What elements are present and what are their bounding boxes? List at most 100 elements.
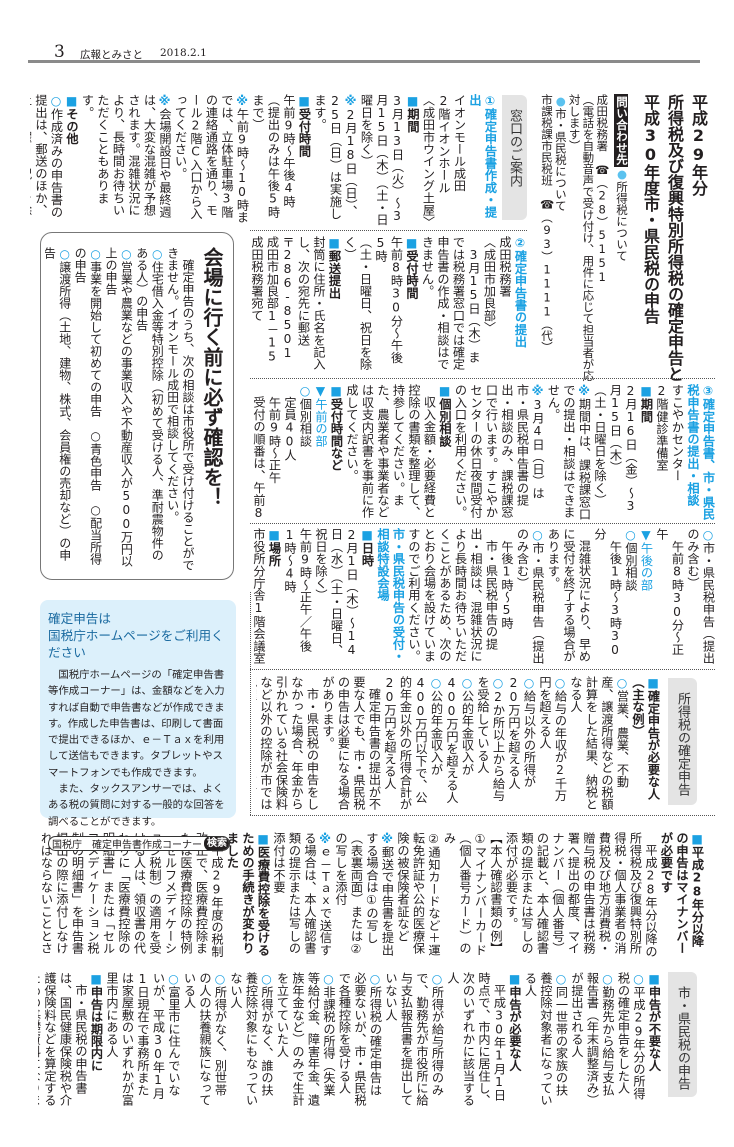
text: 受付の順番は、午前8時30分に抽選で決めます。なお、定員に満たない場合は、抽選以… — [251, 396, 266, 520]
text: ①確定申告書作成・提出 — [467, 94, 498, 218]
paragraph: 確定申告書の提出が不要な人でも、市・県民税の申告は必要になる場合があります。 — [319, 676, 382, 811]
text: 営業、農業、不動産、譲渡所得などの税額計算をした結果、納税となる人 — [568, 676, 630, 811]
paragraph: 午前8時30分～正午 — [653, 528, 685, 665]
hp-body-paragraph: 国税庁ホームページの「確定申告書等作成コーナー」は、金額などを入力すれば自動で申… — [48, 669, 225, 779]
square-bullet-icon: ■ — [437, 384, 452, 398]
text: すこやかセンター — [670, 384, 684, 482]
paragraph: ○公的年金収入が400万円を超える人 — [443, 676, 475, 811]
text: 個別相談 — [623, 542, 638, 591]
text: 2月18日（日）、25日（日）は実施します。 — [312, 94, 358, 220]
text: 市役所分庁舎1階会議室 — [251, 528, 266, 664]
text: 所得が給与所得のみで、勤務先が市役所に給与支払報告書を提出していない人 — [383, 972, 445, 1107]
text: その他 — [64, 108, 79, 145]
search-button[interactable]: 検索 — [204, 836, 229, 850]
section-heading: ■申告が不要な人 — [646, 972, 661, 1107]
page-number: 3 — [54, 42, 65, 62]
section-resident-tax-filing: ■申告が不要な人○平成29年分の所得税の確定申告をした人○勤務先から給与支払報告… — [38, 972, 661, 1107]
section-heading: ■郵送提出 — [326, 236, 341, 373]
text: 2月1日（木）～14日（水）（土・日曜日、祝日を除く） — [313, 528, 359, 658]
text: 確定申告のうち、次の相談は市役所で受け付けることができません。イオンモール成田で… — [165, 247, 195, 571]
text: 〈成田市加良部〉 — [482, 236, 496, 334]
circle-bullet-icon: ○ — [429, 676, 443, 690]
paragraph: ②通知カードなど＋運転免許証や公的医療保険の被保険者証など — [394, 832, 441, 958]
circle-bullet-icon: ○ — [530, 528, 545, 542]
paragraph: 成田税務署 — [496, 236, 512, 373]
note-mark-icon: ※ — [343, 94, 358, 108]
paragraph: 平成28年分以降の所得税及び復興特別所得税・個人事業者の消費税及び地方消費税・贈… — [503, 832, 658, 958]
resident-tax-section-label: 市・県民税の申告 — [668, 972, 697, 1097]
circle-bullet-icon: ○ — [600, 972, 615, 986]
note-mark-icon: ※ — [577, 384, 591, 398]
hp-title-line-2: 国税庁ホームページをご利用ください — [48, 628, 224, 660]
search-box[interactable]: 国税庁 確定申告書作成コーナー 検索 — [48, 835, 230, 851]
nta-homepage-box: 確定申告は 国税庁ホームページをご利用ください 国税庁ホームページの「確定申告書… — [40, 600, 236, 851]
paragraph: 2階イオンホール — [435, 94, 451, 226]
text: 確定申告書の提出が不要な人でも、市・県民税の申告は必要になる場合があります。 — [320, 676, 382, 811]
text: 平成30年1月1日時点で、市内に居住し、次のいずれかに該当する人 — [445, 972, 507, 1107]
section-heading: ■日時 — [359, 528, 374, 665]
section-heading: ■その他 — [63, 94, 79, 226]
paragraph: ①マイナンバーカード（個人番号カード）のみ — [441, 832, 487, 958]
circle-bullet-icon: ○ — [553, 676, 567, 690]
text: 個別相談 — [298, 398, 312, 447]
paragraph: ○作成済みの申告書の提出は、郵送のほか、土・日曜日と祝日を除き、税務署1階の総合… — [30, 94, 63, 226]
text: 午前9時～正午 — [267, 384, 281, 484]
text: 成田税務署宛て — [250, 236, 264, 322]
text: 午前8時30分～正午 — [654, 528, 685, 656]
circle-bullet-icon: ○ — [430, 972, 444, 986]
paragraph: ○給与以外の所得が20万円を超える人 — [505, 676, 537, 811]
header-rule — [28, 60, 700, 63]
circle-bullet-icon: ○ — [522, 676, 536, 690]
square-bullet-icon: ■ — [405, 94, 420, 108]
check-box-list: 確定申告のうち、次の相談は市役所で受け付けることができません。イオンモール成田で… — [45, 247, 195, 572]
square-bullet-icon: ■ — [89, 972, 103, 986]
paragraph: ○個別相談 — [622, 528, 638, 665]
page-title: 平成29年分 所得税及び復興特別所得税の確定申告と 平成30年度市・県民税の申告 — [634, 94, 710, 394]
text: 事業を開始して初めての申告 ○青色申告 ○配当所得の申告 — [73, 247, 103, 565]
paragraph: 定員40人 — [281, 384, 297, 520]
paragraph: ○平成29年分の所得税の確定申告をした人 — [615, 972, 646, 1107]
text: 申告が必要な人 — [507, 986, 522, 1072]
section-heading: ■受付時間 — [403, 236, 419, 373]
paragraph: ○同一世帯の家族の扶養控除対象者になっている人 — [522, 972, 568, 1107]
text: 3月13日（火）～3月15日（木）（土・日曜日を除く） — [359, 94, 404, 226]
paragraph: 成田税務署宛て — [250, 236, 264, 373]
circle-bullet-icon: ○ — [623, 528, 638, 542]
paragraph: 〒286-8501 — [279, 236, 295, 373]
text: 会場開設日や最終週は、大変な混雑が予想されます。混雑状況により、長時間お待ちいた… — [80, 94, 172, 218]
divider — [250, 230, 527, 231]
note-mark-icon: ※ — [380, 832, 394, 846]
text: ②確定申告書の提出 — [513, 236, 527, 348]
text: 郵送提出 — [327, 250, 341, 299]
text: 期間 — [639, 398, 653, 423]
section-heading: ■確定申告が必要な人（主な例） — [629, 676, 661, 811]
note-mark-icon: ※ — [235, 94, 249, 108]
paragraph: ○公的年金収入が400万円以下で、公的年金以外の所得合計が20万円を超える人 — [381, 676, 444, 811]
square-bullet-icon: ■ — [360, 528, 374, 542]
text: 市・県民税申告の受付・相談特設会場 — [375, 528, 406, 663]
note-mark-icon: ※ — [157, 94, 172, 108]
paragraph: 市・県民税申告の提出・相談は、混雑状況により長時間お待ちいただくことがあるため、… — [405, 528, 499, 665]
text: 郵送で申告書を提出する場合は①の写し（表裏両面）または②の写しを添付 — [333, 832, 395, 956]
text: ③確定申告書、市・県民税申告書の提出・相談 — [685, 384, 716, 520]
text: 定員40人 — [282, 384, 297, 461]
text: 封筒に住所・氏名を記入し、次の宛先に郵送 — [296, 236, 326, 371]
text: 日時 — [360, 542, 374, 567]
paragraph: 市役所分庁舎1階会議室 — [250, 528, 266, 665]
circle-bullet-icon: ○ — [259, 972, 274, 986]
paragraph: 午前9時～正午／午後1時～4時 — [281, 528, 313, 665]
paragraph: ※3月4日（日）は市・県民税申告書の提出・相談のみ、課税課窓口で行います。すこや… — [452, 384, 545, 520]
section-resident-tax-venue: ○市・県民税申告（提出のみ含む） 午前8時30分～正午▼午後の部○個別相談 午後… — [250, 528, 716, 665]
paragraph: ○住宅借入金等特別控除（初めて受ける人、準耐震物件のある人）の申告 — [133, 247, 164, 572]
text: ②通知カードなど＋運転免許証や公的医療保険の被保険者証など — [395, 832, 441, 956]
hp-title-line-1: 確定申告は — [48, 611, 111, 626]
text: 譲渡所得（土地、建物、株式、会員権の売却など）の申告 — [45, 247, 72, 561]
circle-bullet-icon: ○ — [460, 676, 474, 690]
paragraph: 受付の順番は、午前8時30分に抽選で決めます。なお、定員に満たない場合は、抽選以… — [250, 384, 266, 520]
text: 午後1時～3時30分 — [592, 528, 623, 658]
text: 3月4日（日）は市・県民税申告書の提出・相談のみ、課税課窓口で行います。すこやか… — [453, 384, 545, 519]
paragraph: 午前8時30分～午後5時 — [372, 236, 404, 373]
paragraph: ○2か所以上から給与を受給している人 — [474, 676, 506, 811]
hp-body-paragraph: また、タックスアンサーでは、よくある税の質問に対する一般的な回答を調べることがで… — [48, 783, 225, 828]
